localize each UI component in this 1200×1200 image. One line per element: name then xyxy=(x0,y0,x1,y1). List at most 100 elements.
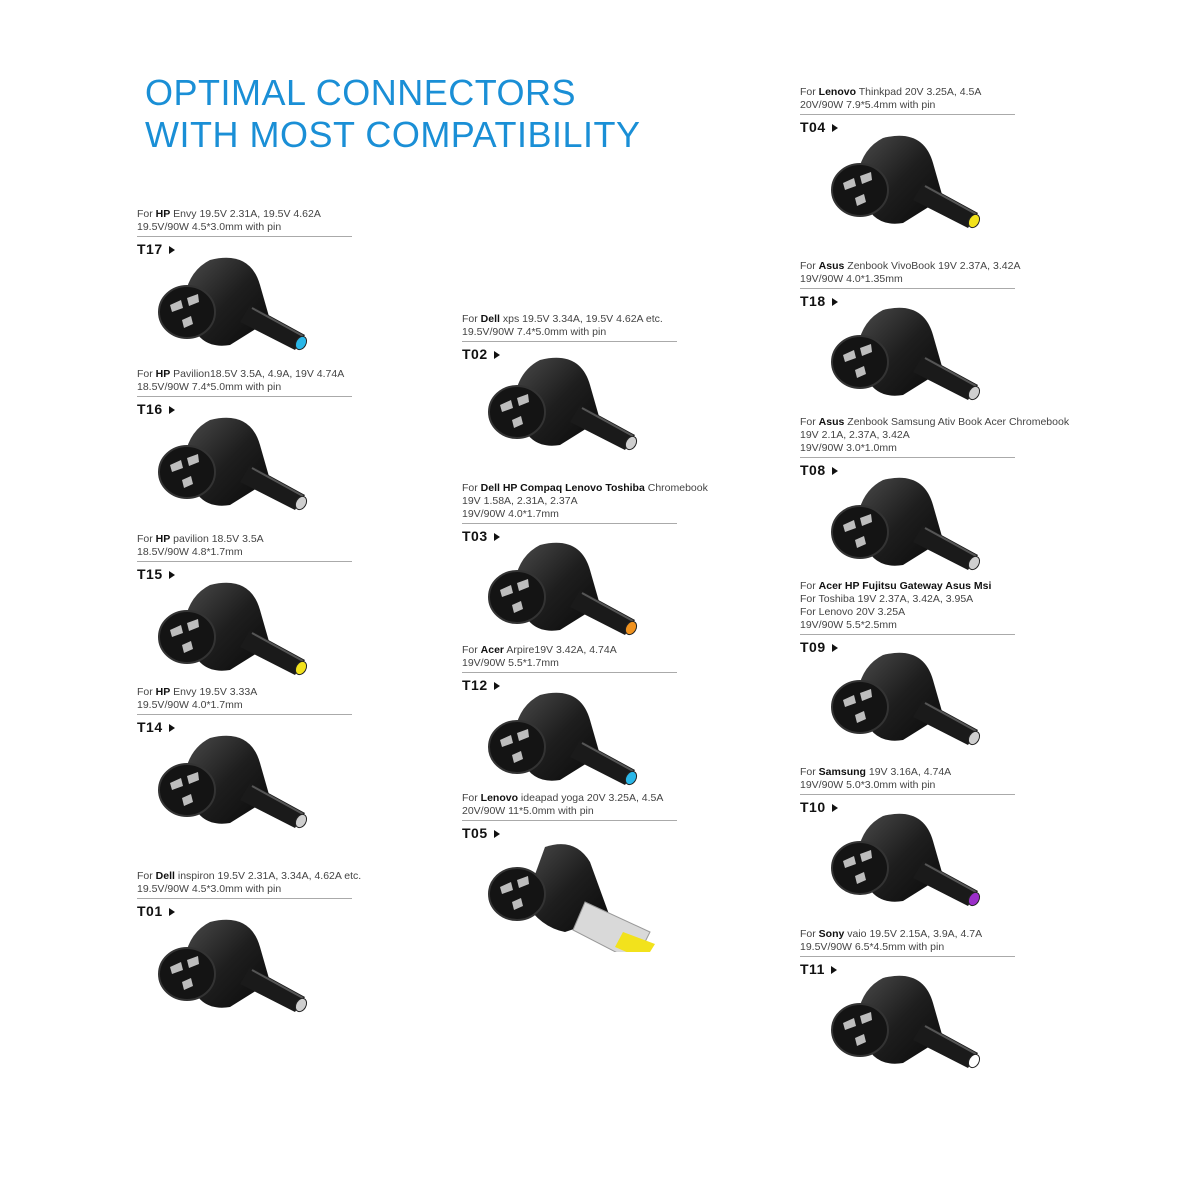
connector-illustration xyxy=(485,832,660,963)
divider xyxy=(800,288,1015,289)
arrow-right-icon xyxy=(831,804,838,813)
connector-illustration xyxy=(485,685,660,810)
spec-detail: 19V 3.16A, 4.74A xyxy=(865,766,952,778)
t09-connector-image xyxy=(831,652,981,746)
connector-code: T01 xyxy=(137,903,362,919)
divider xyxy=(137,714,352,715)
brand-names: Asus xyxy=(818,260,845,272)
connector-plug-face xyxy=(158,610,216,664)
connector-pins xyxy=(843,689,872,723)
connector-code-text: T11 xyxy=(800,961,825,977)
connector-highlight xyxy=(924,527,977,557)
spec-line-1: For HP Pavilion18.5V 3.5A, 4.9A, 19V 4.7… xyxy=(137,368,362,381)
connector-plug-face xyxy=(158,445,216,499)
connector-code: T16 xyxy=(137,401,362,417)
spec-line2: 20V/90W 11*5.0mm with pin xyxy=(462,805,594,817)
arrow-right-icon xyxy=(168,908,175,917)
arrow-right-icon xyxy=(493,351,500,360)
connector-code-text: T03 xyxy=(462,528,488,544)
spec-detail: pavilion 18.5V 3.5A xyxy=(170,533,264,545)
connector-tip-color xyxy=(967,213,981,229)
connector-code-text: T16 xyxy=(137,401,163,417)
brand-names: Dell xyxy=(480,313,500,325)
brand-names: HP xyxy=(155,368,171,380)
spec-line2: 19V/90W 5.5*1.7mm xyxy=(462,657,559,669)
for-label: For xyxy=(800,86,819,98)
spec-line2: 20V/90W 7.9*5.4mm with pin xyxy=(800,99,936,111)
brand-names: Asus xyxy=(818,416,845,428)
connector-plug-face xyxy=(831,505,889,559)
spec-line-1: For HP pavilion 18.5V 3.5A xyxy=(137,533,362,546)
connector-pins xyxy=(500,394,529,428)
connector-illustration xyxy=(155,728,330,853)
connector-illustration xyxy=(155,912,330,1037)
t02-connector-image xyxy=(488,357,638,451)
connector-code: T15 xyxy=(137,566,362,582)
t05-connector-image xyxy=(488,844,655,963)
connector-plug-face xyxy=(488,570,546,624)
connector-tip-color xyxy=(967,891,981,907)
brand-names: HP xyxy=(155,686,171,698)
divider xyxy=(800,956,1015,957)
connector-code: T11 xyxy=(800,961,1025,977)
connector-barrel xyxy=(570,740,635,785)
connector-pins xyxy=(500,876,529,910)
connector-tip-color xyxy=(967,385,981,401)
connector-illustration xyxy=(828,128,1003,253)
connector-code-text: T01 xyxy=(137,903,163,919)
spec-detail: Envy 19.5V 2.31A, 19.5V 4.62A xyxy=(170,208,321,220)
connector-tip-color xyxy=(294,660,308,676)
arrow-right-icon xyxy=(493,533,500,542)
spec-detail: xps 19.5V 3.34A, 19.5V 4.62A etc. xyxy=(499,313,663,325)
connector-highlight xyxy=(924,357,977,387)
spec-line-1: For Dell HP Compaq Lenovo Toshiba Chrome… xyxy=(462,482,708,495)
connector-plug-face xyxy=(488,720,546,774)
divider xyxy=(462,672,677,673)
connector-spec-t08: For Asus Zenbook Samsung Ativ Book Acer … xyxy=(800,416,1069,478)
spec-line-1: For Dell inspiron 19.5V 2.31A, 3.34A, 4.… xyxy=(137,870,362,883)
brand-names: Dell xyxy=(155,870,175,882)
arrow-right-icon xyxy=(831,467,838,476)
connector-tip-color xyxy=(624,770,638,786)
for-label: For xyxy=(462,482,481,494)
brand-names: Acer xyxy=(480,644,505,656)
t04-connector-image xyxy=(831,135,981,229)
connector-plug-face xyxy=(158,285,216,339)
connector-tip-color xyxy=(294,997,308,1013)
connector-code-text: T14 xyxy=(137,719,163,735)
for-label: For xyxy=(137,208,156,220)
connector-code-text: T12 xyxy=(462,677,488,693)
connector-pins xyxy=(170,454,199,488)
for-label: For xyxy=(462,644,481,656)
connector-barrel xyxy=(913,700,978,745)
for-label: For xyxy=(462,313,481,325)
connector-code-text: T09 xyxy=(800,639,826,655)
brand-names: HP xyxy=(155,533,171,545)
connector-tip-color xyxy=(294,813,308,829)
arrow-right-icon xyxy=(168,246,175,255)
connector-code: T03 xyxy=(462,528,687,544)
connector-plug-face xyxy=(488,867,546,921)
connector-barrel xyxy=(913,1023,978,1068)
for-label: For xyxy=(800,260,819,272)
arrow-right-icon xyxy=(168,571,175,580)
connector-highlight xyxy=(924,185,977,215)
for-label: For xyxy=(800,928,819,940)
brand-names: HP xyxy=(155,208,171,220)
connector-pins xyxy=(843,344,872,378)
connector-highlight xyxy=(924,702,977,732)
connector-highlight xyxy=(251,467,304,497)
arrow-right-icon xyxy=(493,830,500,839)
brand-names: Lenovo xyxy=(480,792,519,804)
t01-connector-image xyxy=(158,919,308,1013)
spec-line2: 19V/90W 4.0*1.35mm xyxy=(800,273,903,285)
connector-code-text: T05 xyxy=(462,825,488,841)
spec-line2: 18.5V/90W 7.4*5.0mm with pin xyxy=(137,381,282,393)
spec-detail: Arpire19V 3.42A, 4.74A xyxy=(504,644,617,656)
connector-barrel xyxy=(570,590,635,635)
arrow-right-icon xyxy=(830,966,837,975)
connector-code-text: T15 xyxy=(137,566,163,582)
connector-code-text: T04 xyxy=(800,119,826,135)
